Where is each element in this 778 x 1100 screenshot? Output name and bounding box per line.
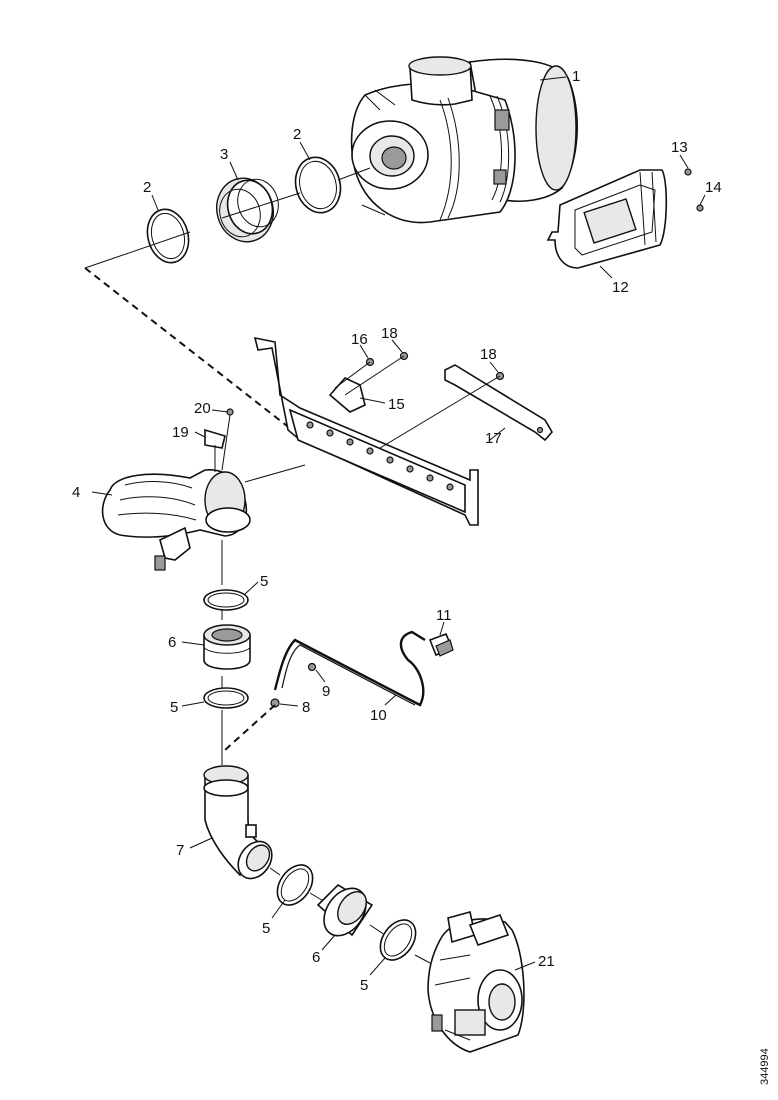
part-8-clip bbox=[270, 698, 280, 708]
callout-20: 20 bbox=[194, 400, 211, 417]
callout-7: 7 bbox=[176, 842, 184, 859]
callout-5-d: 5 bbox=[360, 977, 368, 994]
callout-5-b: 5 bbox=[170, 699, 178, 716]
callout-6-a: 6 bbox=[168, 634, 176, 651]
callout-17: 17 bbox=[485, 430, 502, 447]
part-7-elbow-pipe bbox=[203, 765, 273, 880]
callout-4: 4 bbox=[72, 484, 80, 501]
part-5-clamp-b bbox=[203, 687, 249, 709]
callout-8: 8 bbox=[302, 699, 310, 716]
callout-13: 13 bbox=[671, 139, 688, 156]
callout-1: 1 bbox=[572, 68, 580, 85]
document-id: 344994 bbox=[759, 1048, 771, 1085]
part-6-sleeve-a bbox=[203, 624, 251, 670]
callout-14: 14 bbox=[705, 179, 722, 196]
callout-12: 12 bbox=[612, 279, 629, 296]
part-21-turbocharger bbox=[427, 911, 525, 1053]
callout-2-upper: 2 bbox=[293, 126, 301, 143]
assembly-path-lower bbox=[224, 704, 276, 751]
callout-leaders bbox=[91, 76, 706, 976]
callout-10: 10 bbox=[370, 707, 387, 724]
callout-5-c: 5 bbox=[262, 920, 270, 937]
callout-15: 15 bbox=[388, 396, 405, 413]
part-17-bracket-right bbox=[444, 364, 553, 442]
part-12-cover-plate bbox=[546, 169, 668, 269]
part-1-air-filter-housing bbox=[350, 56, 578, 224]
callout-21: 21 bbox=[538, 953, 555, 970]
callout-labels: 1 2 2 3 4 5 5 5 5 6 6 7 8 9 10 11 12 13 … bbox=[72, 68, 722, 994]
callout-2-lower: 2 bbox=[143, 179, 151, 196]
callout-18-upper: 18 bbox=[381, 325, 398, 342]
part-4-air-elbow bbox=[101, 469, 251, 571]
axis-line-upper bbox=[84, 167, 371, 269]
assembly-path-upper bbox=[84, 267, 306, 441]
axis-line-lower bbox=[269, 867, 431, 964]
part-3-sleeve bbox=[216, 177, 279, 243]
callout-18-right: 18 bbox=[480, 346, 497, 363]
part-5-clamp-d bbox=[379, 919, 417, 961]
callout-5-a: 5 bbox=[260, 573, 268, 590]
part-14-bolt bbox=[696, 204, 704, 212]
bracket-axis-line bbox=[334, 355, 501, 449]
part-19-fitting bbox=[204, 428, 226, 449]
callout-6-b: 6 bbox=[312, 949, 320, 966]
callout-16: 16 bbox=[351, 331, 368, 348]
part-2-clamp-lower bbox=[146, 208, 190, 264]
callout-9: 9 bbox=[322, 683, 330, 700]
part-10-hose bbox=[273, 630, 426, 707]
callout-3: 3 bbox=[220, 146, 228, 163]
part-13-bolt bbox=[684, 168, 692, 176]
part-15-bracket-main bbox=[253, 336, 479, 526]
callout-19: 19 bbox=[172, 424, 189, 441]
part-5-clamp-a bbox=[203, 589, 249, 611]
part-9-clip bbox=[307, 662, 317, 672]
part-6-sleeve-b bbox=[316, 883, 374, 937]
part-2-clamp-upper bbox=[294, 156, 342, 214]
part-11-sensor bbox=[428, 632, 454, 657]
part-5-clamp-c bbox=[276, 864, 314, 906]
callout-11: 11 bbox=[436, 607, 452, 624]
